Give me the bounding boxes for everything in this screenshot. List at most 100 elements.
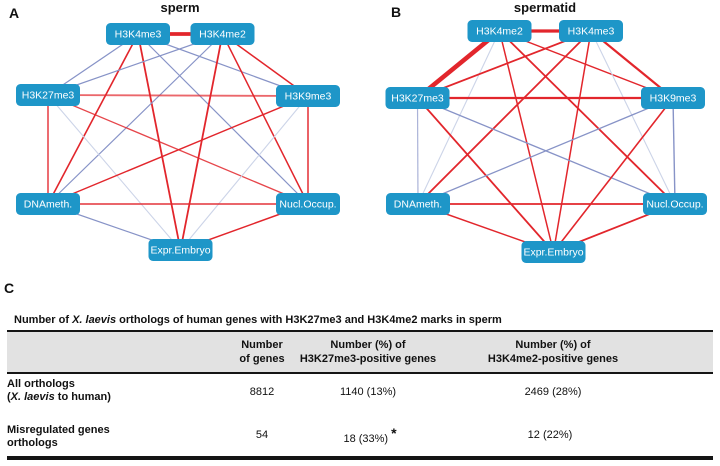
- edge-h3k9me3-dnameth: [417, 97, 674, 205]
- node-label-exprembryo: Expr.Embryo: [523, 247, 583, 259]
- node-box-exprembryo: [521, 241, 586, 263]
- row-label-line2: (X. laevis to human): [7, 391, 111, 404]
- cell-all-number-of-genes: 8812: [249, 386, 275, 398]
- table-top-rule: [7, 329, 713, 332]
- row-all-orthologs-label: All orthologs (X. laevis to human): [7, 378, 111, 404]
- panel-b-label: B: [391, 4, 402, 20]
- node-h3k27me3: H3K27me3: [16, 84, 80, 106]
- node-label-h3k4me2: H3K4me2: [476, 26, 523, 38]
- edge-h3k4me2-dnameth: [47, 33, 223, 205]
- cell-mis-h3k4me2: 12 (22%): [527, 429, 573, 441]
- panel-a-label: A: [9, 5, 20, 21]
- edge-h3k9me3-dnameth: [47, 95, 309, 205]
- row-misregulated-label: Misregulated genes orthologs: [7, 424, 110, 450]
- node-h3k9me3: H3K9me3: [276, 85, 340, 107]
- node-h3k27me3: H3K27me3: [385, 87, 450, 109]
- node-label-h3k9me3: H3K9me3: [650, 93, 697, 105]
- node-box-exprembryo: [148, 239, 213, 261]
- node-h3k4me2: H3K4me2: [467, 20, 532, 42]
- node-label-h3k9me3: H3K9me3: [285, 91, 332, 103]
- edge-h3k4me3-exprembryo: [552, 30, 592, 253]
- node-label-dnameth: DNAmeth.: [24, 199, 72, 211]
- edge-h3k4me3-h3k27me3: [417, 30, 592, 99]
- node-label-h3k4me2: H3K4me2: [199, 29, 246, 41]
- panel-a-title: sperm: [160, 0, 200, 15]
- edge-h3k27me3-exprembryo: [47, 94, 181, 251]
- significance-asterisk: *: [391, 425, 397, 441]
- node-h3k4me2: H3K4me2: [190, 23, 255, 45]
- table-mid-rule: [7, 371, 713, 374]
- table-title-post: orthologs of human genes with H3K27me3 a…: [116, 314, 502, 326]
- node-exprembryo: Expr.Embryo: [148, 239, 213, 261]
- table-header-band: [7, 332, 713, 372]
- node-h3k4me3: H3K4me3: [559, 20, 623, 42]
- node-h3k9me3: H3K9me3: [641, 87, 705, 109]
- row-label-line2: orthologs: [7, 437, 110, 450]
- edge-h3k9me3-exprembryo: [552, 97, 674, 253]
- table-title: Number of X. laevis orthologs of human g…: [14, 314, 502, 326]
- edge-h3k4me3-nuclocc: [137, 33, 309, 205]
- row-label-line2-post: to human): [54, 391, 111, 403]
- node-label-h3k27me3: H3K27me3: [391, 93, 444, 105]
- cell-mis-h3k27me3: 18 (33%)*: [343, 425, 396, 445]
- table-title-species: X. laevis: [72, 314, 117, 326]
- edge-h3k4me2-dnameth: [417, 30, 500, 205]
- node-dnameth: DNAmeth.: [386, 193, 450, 215]
- node-box-nuclocc: [276, 193, 340, 215]
- node-box-dnameth: [386, 193, 450, 215]
- node-label-nuclocc: Nucl.Occup.: [646, 199, 703, 211]
- edge-h3k4me2-h3k27me3: [416, 29, 501, 100]
- node-nuclocc: Nucl.Occup.: [276, 193, 340, 215]
- node-h3k4me3: H3K4me3: [106, 23, 170, 45]
- panel-c-label: C: [4, 280, 15, 296]
- node-box-h3k9me3: [641, 87, 705, 109]
- table-bottom-rule: [7, 456, 713, 460]
- col-header-h3k27me3-positive: Number (%) of H3K27me3-positive genes: [299, 339, 437, 365]
- row-label-line2-species: X. laevis: [10, 391, 55, 403]
- edge-h3k4me2-nuclocc: [221, 33, 309, 205]
- edge-h3k4me3-nuclocc: [590, 30, 676, 205]
- node-box-h3k4me2: [190, 23, 255, 45]
- cell-mis-h3k27me3-value: 18 (33%): [343, 433, 389, 445]
- table-title-pre: Number of: [14, 314, 73, 326]
- node-box-dnameth: [16, 193, 80, 215]
- cell-all-h3k4me2: 2469 (28%): [524, 386, 582, 398]
- row-label-line2-pre: (: [7, 391, 11, 403]
- row-label-line1: Misregulated genes: [7, 424, 110, 436]
- edge-h3k9me3-exprembryo: [180, 95, 309, 251]
- node-box-h3k9me3: [276, 85, 340, 107]
- panel-b-title: spermatid: [513, 0, 577, 15]
- node-label-h3k27me3: H3K27me3: [22, 90, 75, 102]
- node-dnameth: DNAmeth.: [16, 193, 80, 215]
- node-nuclocc: Nucl.Occup.: [643, 193, 707, 215]
- edge-h3k4me3-dnameth: [417, 30, 592, 205]
- cell-mis-number-of-genes: 54: [255, 429, 269, 441]
- edge-h3k27me3-exprembryo: [416, 97, 555, 253]
- edge-h3k4me2-exprembryo: [498, 30, 555, 253]
- node-exprembryo: Expr.Embryo: [521, 241, 586, 263]
- node-box-h3k27me3: [16, 84, 80, 106]
- row-label-line2-pre: orthologs: [7, 437, 58, 449]
- node-label-nuclocc: Nucl.Occup.: [279, 199, 336, 211]
- col-header-h3k4me2-positive: Number (%) of H3K4me2-positive genes: [487, 339, 619, 365]
- edge-h3k27me3-dnameth: [416, 97, 419, 205]
- cell-all-h3k27me3: 1140 (13%): [339, 386, 397, 398]
- node-box-h3k4me3: [106, 23, 170, 45]
- edge-h3k4me2-h3k9me3: [499, 30, 674, 99]
- node-label-dnameth: DNAmeth.: [394, 199, 442, 211]
- node-box-nuclocc: [643, 193, 707, 215]
- edge-h3k4me2-exprembryo: [179, 33, 224, 251]
- col-header-number-of-genes: Number of genes: [239, 339, 285, 365]
- node-box-h3k4me2: [467, 20, 532, 42]
- node-label-h3k4me3: H3K4me3: [115, 29, 162, 41]
- edge-h3k4me3-h3k9me3: [590, 30, 674, 99]
- edge-h3k4me3-dnameth: [47, 33, 139, 205]
- node-box-h3k4me3: [559, 20, 623, 42]
- node-label-exprembryo: Expr.Embryo: [150, 245, 210, 257]
- edge-h3k27me3-h3k9me3: [47, 94, 309, 97]
- edge-h3k4me2-nuclocc: [498, 30, 676, 205]
- edge-h3k9me3-nuclocc: [672, 97, 676, 205]
